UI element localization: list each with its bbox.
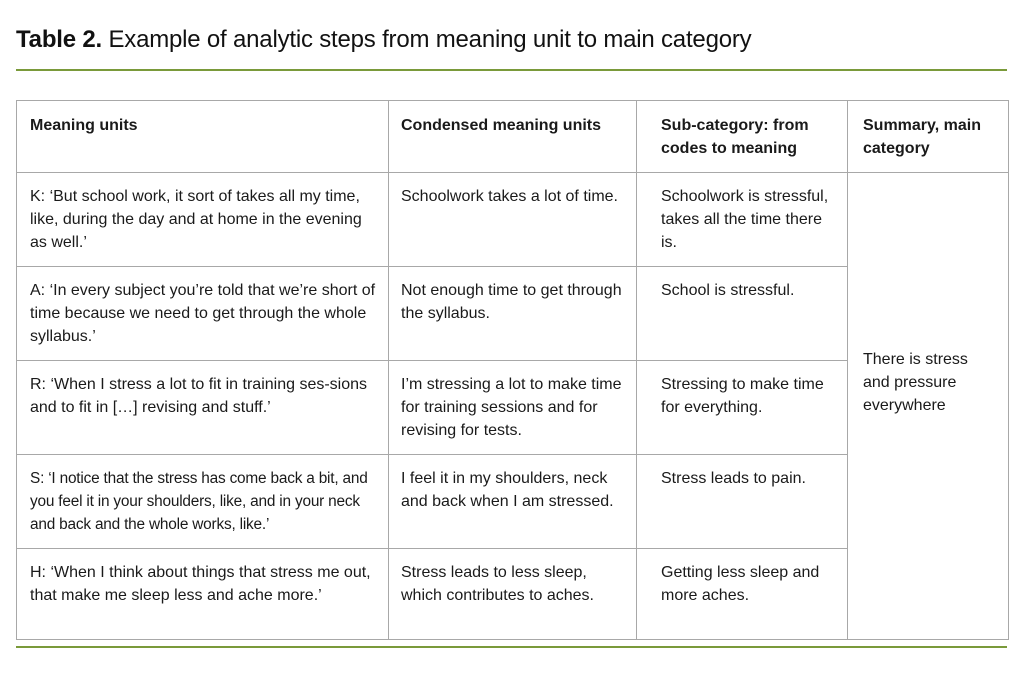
table-header-row: Meaning units Condensed meaning units Su… bbox=[16, 100, 1009, 173]
sub-category-cell: Getting less sleep and more aches. bbox=[636, 548, 848, 640]
bottom-rule-divider bbox=[16, 646, 1007, 648]
meaning-unit-cell: S: ‘I notice that the stress has come ba… bbox=[16, 454, 389, 549]
sub-category-cell: Stressing to make time for everything. bbox=[636, 360, 848, 455]
meaning-unit-cell: A: ‘In every subject you’re told that we… bbox=[16, 266, 389, 361]
header-main-category: Summary, main category bbox=[847, 100, 1009, 173]
condensed-cell: Not enough time to get through the sylla… bbox=[388, 266, 637, 361]
analysis-table: Meaning units Condensed meaning units Su… bbox=[16, 100, 1009, 640]
sub-category-cell: School is stressful. bbox=[636, 266, 848, 361]
table-row: A: ‘In every subject you’re told that we… bbox=[16, 266, 1009, 361]
meaning-unit-cell: K: ‘But school work, it sort of takes al… bbox=[16, 172, 389, 267]
condensed-cell: Stress leads to less sleep, which contri… bbox=[388, 548, 637, 640]
condensed-cell: Schoolwork takes a lot of time. bbox=[388, 172, 637, 267]
table-caption-text: Example of analytic steps from meaning u… bbox=[102, 26, 752, 53]
sub-category-cell: Stress leads to pain. bbox=[636, 454, 848, 549]
condensed-cell: I feel it in my shoulders, neck and back… bbox=[388, 454, 637, 549]
header-condensed-meaning-units: Condensed meaning units bbox=[388, 100, 637, 173]
top-rule-divider bbox=[16, 69, 1007, 71]
table-row: S: ‘I notice that the stress has come ba… bbox=[16, 454, 1009, 549]
sub-category-cell: Schoolwork is stressful, takes all the t… bbox=[636, 172, 848, 267]
condensed-cell: I’m stressing a lot to make time for tra… bbox=[388, 360, 637, 455]
table-row: R: ‘When I stress a lot to fit in traini… bbox=[16, 360, 1009, 455]
main-category-cell: There is stress and pressure everywhere bbox=[847, 172, 1009, 640]
meaning-unit-cell: H: ‘When I think about things that stres… bbox=[16, 548, 389, 640]
meaning-unit-cell: R: ‘When I stress a lot to fit in traini… bbox=[16, 360, 389, 455]
table-caption-label: Table 2. bbox=[16, 26, 102, 53]
table-row: H: ‘When I think about things that stres… bbox=[16, 548, 1009, 640]
table-row: K: ‘But school work, it sort of takes al… bbox=[16, 172, 1009, 640]
table-caption: Table 2. Example of analytic steps from … bbox=[16, 24, 752, 56]
header-sub-category: Sub-category: from codes to meaning bbox=[636, 100, 848, 173]
header-meaning-units: Meaning units bbox=[16, 100, 389, 173]
